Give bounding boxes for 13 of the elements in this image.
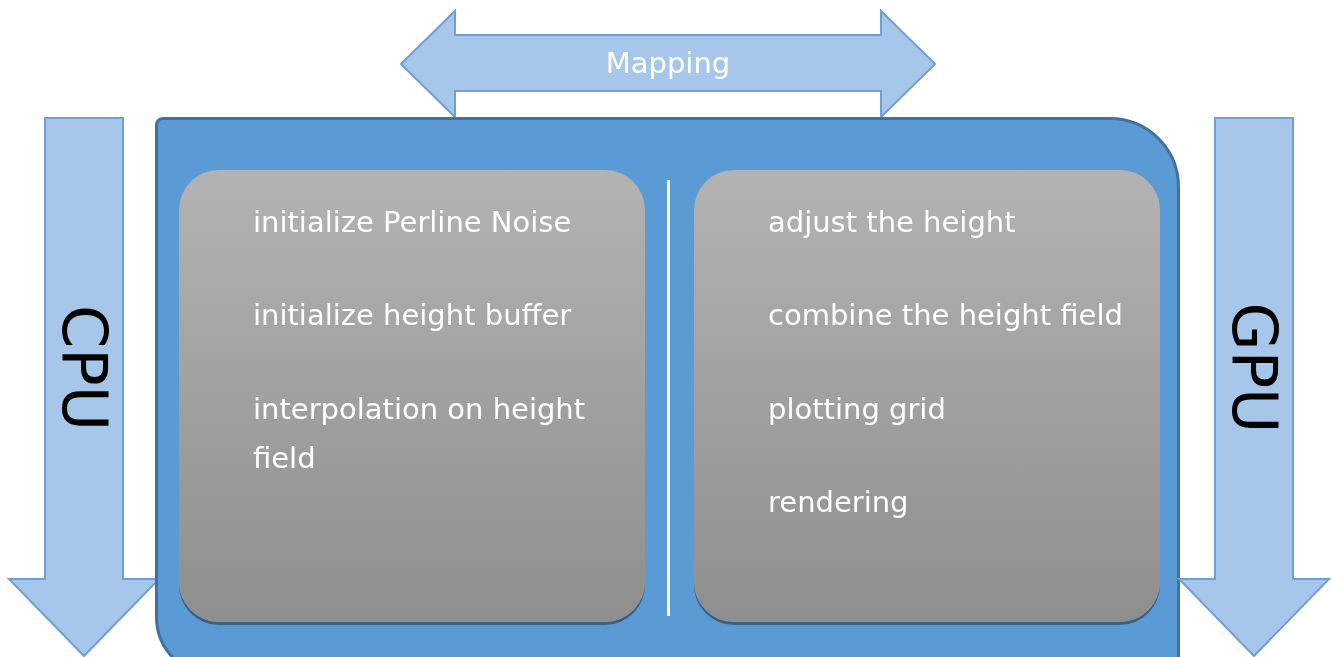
arrow-label: Mapping [605,46,731,80]
step-text: combine the height field [768,297,1124,335]
arrow-label: GPU [1223,302,1285,434]
process-panel [694,170,1160,622]
step-text: adjust the height [768,204,1017,241]
step-text: initialize Perline Noise [253,204,573,241]
process-panel [179,170,645,622]
arrow-label: CPU [53,304,115,432]
container-panel [155,117,1180,657]
step-text: plotting grid [768,390,947,428]
step-text: initialize height buffer [253,297,573,335]
step-text: interpolation on height field [253,390,587,477]
step-text: rendering [768,483,910,521]
